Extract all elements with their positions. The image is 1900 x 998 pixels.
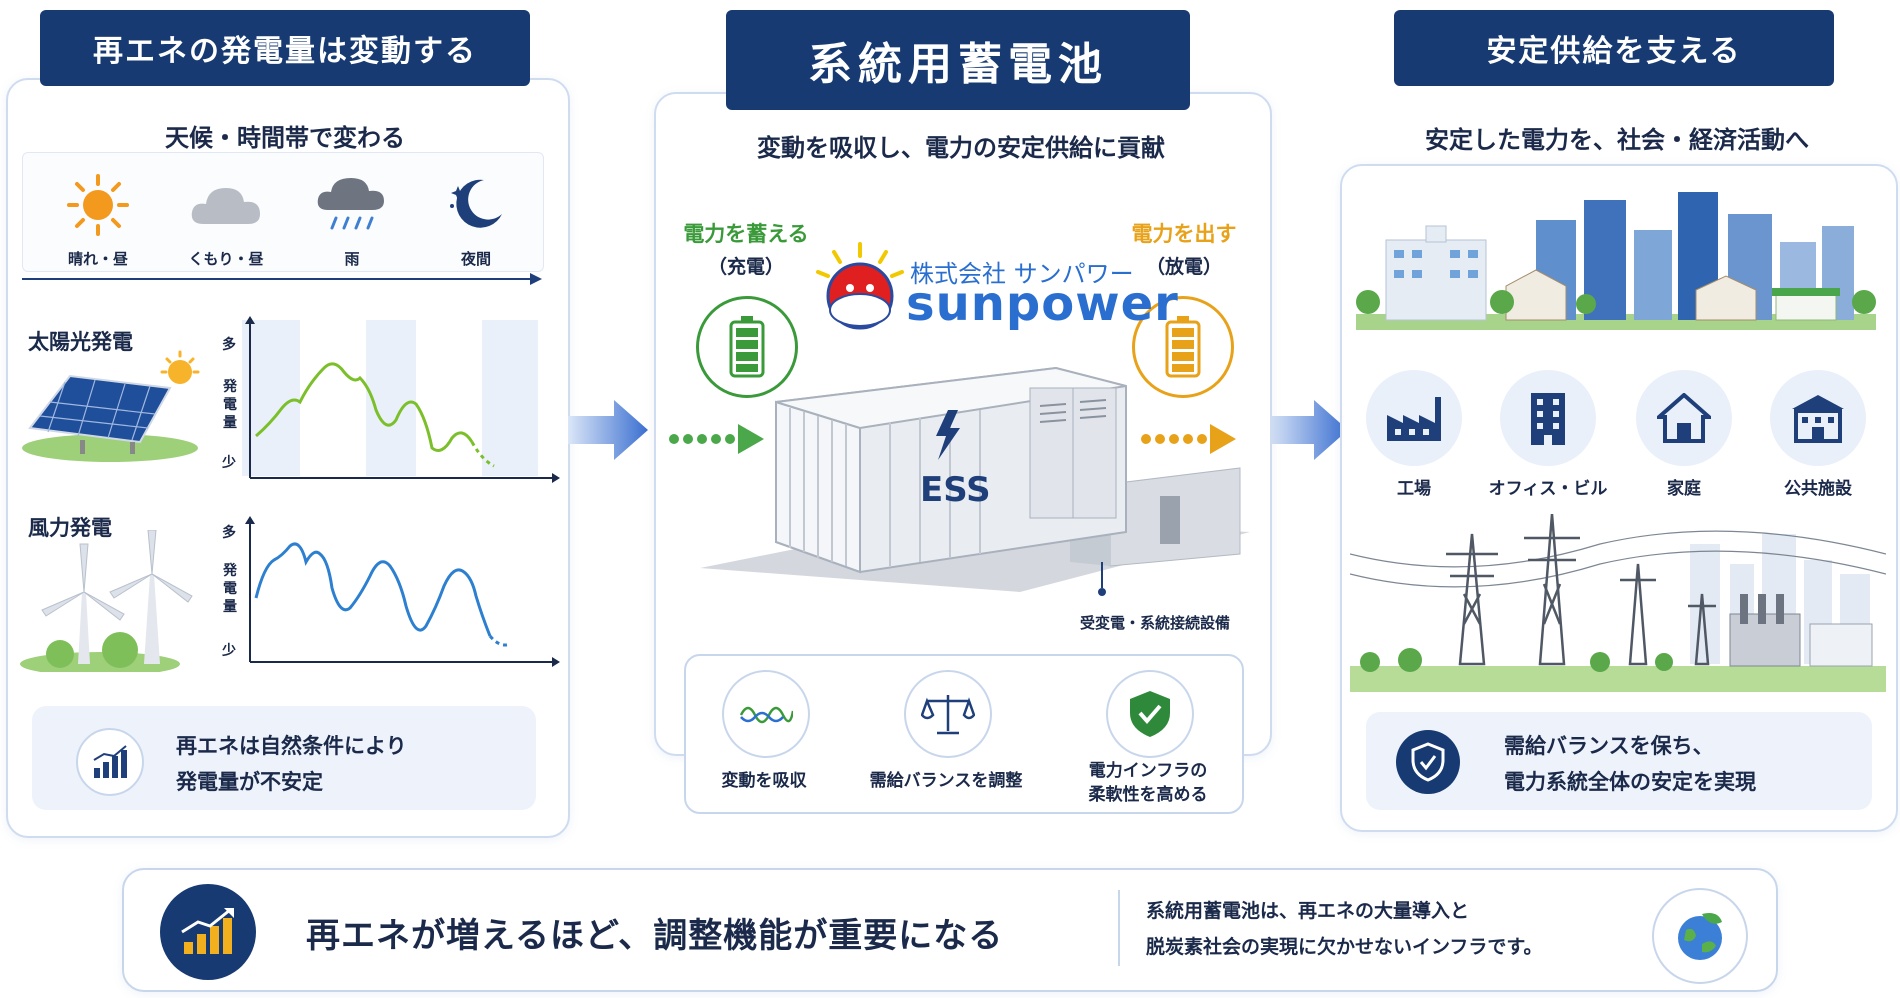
chart-icon — [76, 728, 144, 796]
factory-icon — [1366, 370, 1462, 466]
city-illustration — [1356, 192, 1876, 330]
balance-scale-icon — [904, 670, 992, 758]
office-building-icon — [1500, 370, 1596, 466]
solar-panel-illustration — [22, 350, 200, 462]
wind-axis-high: 多 — [222, 525, 236, 541]
left-note-line1: 再エネは自然条件により — [176, 734, 407, 758]
center-subtitle: 変動を吸収し、電力の安定供給に貢献 — [757, 134, 1165, 162]
cloud-icon — [191, 188, 260, 224]
left-subtitle: 天候・時間帯で変わる — [165, 124, 405, 152]
sun-icon — [67, 174, 129, 236]
left-note-line2: 発電量が不安定 — [176, 770, 323, 794]
wind-output-chart — [245, 516, 560, 667]
public-facility-icon — [1770, 370, 1866, 466]
bottom-headline: 再エネが増えるほど、調整機能が重要になる — [306, 916, 1004, 956]
user-label-public: 公共施設 — [1784, 479, 1852, 499]
function-label-balance: 需給バランスを調整 — [869, 771, 1023, 791]
charge-title: 電力を蓄える — [683, 222, 809, 246]
bottom-desc-line1: 系統用蓄電池は、再エネの大量導入と — [1146, 900, 1470, 922]
right-note-line2: 電力系統全体の安定を実現 — [1504, 770, 1756, 794]
user-label-factory: 工場 — [1397, 479, 1431, 499]
function-label-absorb: 変動を吸収 — [721, 771, 807, 791]
company-name-en: sunpower — [906, 276, 1179, 332]
solar-axis-high: 多 — [222, 337, 236, 353]
house-icon — [1636, 370, 1732, 466]
time-arrow — [22, 273, 542, 285]
growth-chart-icon — [160, 884, 256, 980]
weather-label-sunny: 晴れ・昼 — [67, 250, 128, 268]
shield-check-icon — [1106, 670, 1194, 758]
right-note-line1: 需給バランスを保ち、 — [1504, 734, 1714, 758]
wave-icon — [722, 670, 810, 758]
center-header: 系統用蓄電池 — [726, 10, 1190, 110]
left-header: 再エネの発電量は変動する — [40, 10, 530, 86]
ess-container-illustration — [700, 366, 1250, 596]
flow-arrow-left — [568, 400, 648, 460]
power-grid-illustration — [1350, 514, 1886, 692]
right-subtitle: 安定した電力を、社会・経済活動へ — [1425, 126, 1809, 154]
solar-output-chart — [242, 316, 560, 483]
discharge-arrow — [1141, 424, 1236, 454]
solar-axis-mid: 発電量 — [223, 379, 237, 431]
bottom-desc-line2: 脱炭素社会の実現に欠かせないインフラです。 — [1146, 936, 1543, 958]
function-label-flex-line2: 柔軟性を高める — [1088, 785, 1208, 805]
flow-arrow-right — [1268, 400, 1348, 460]
user-label-office: オフィス・ビル — [1488, 479, 1608, 499]
moon-icon — [450, 179, 502, 228]
shield-icon — [1396, 730, 1460, 794]
function-label-flex-line1: 電力インフラの — [1088, 761, 1208, 781]
discharge-battery-icon — [1132, 296, 1234, 398]
charge-battery-icon — [696, 296, 798, 398]
solar-label: 太陽光発電 — [28, 330, 133, 354]
wind-label: 風力発電 — [28, 516, 112, 540]
discharge-sub: （放電） — [1145, 256, 1222, 278]
sunpower-mascot-logo — [816, 242, 904, 330]
wind-turbine-illustration — [20, 530, 193, 672]
company-name-jp: 株式会社 サンパワー — [910, 260, 1134, 288]
weather-label-cloudy: くもり・昼 — [188, 250, 264, 268]
wind-axis-low: 少 — [222, 643, 236, 659]
earth-leaf-icon — [1652, 888, 1748, 984]
bottom-banner — [122, 868, 1778, 992]
right-header: 安定供給を支える — [1394, 10, 1834, 86]
container-ess-label: ESS — [920, 470, 991, 510]
solar-axis-low: 少 — [222, 455, 236, 471]
discharge-title: 電力を出す — [1131, 222, 1237, 246]
wind-axis-mid: 発電量 — [223, 563, 237, 615]
rain-icon — [317, 178, 384, 230]
weather-label-rain: 雨 — [344, 250, 360, 268]
charge-sub: （充電） — [707, 256, 784, 278]
charge-arrow — [669, 424, 764, 454]
bottom-divider — [1118, 890, 1120, 966]
substation-label: 受変電・系統接続設備 — [1080, 614, 1231, 632]
user-label-home: 家庭 — [1667, 479, 1701, 499]
weather-label-night: 夜間 — [460, 250, 491, 268]
